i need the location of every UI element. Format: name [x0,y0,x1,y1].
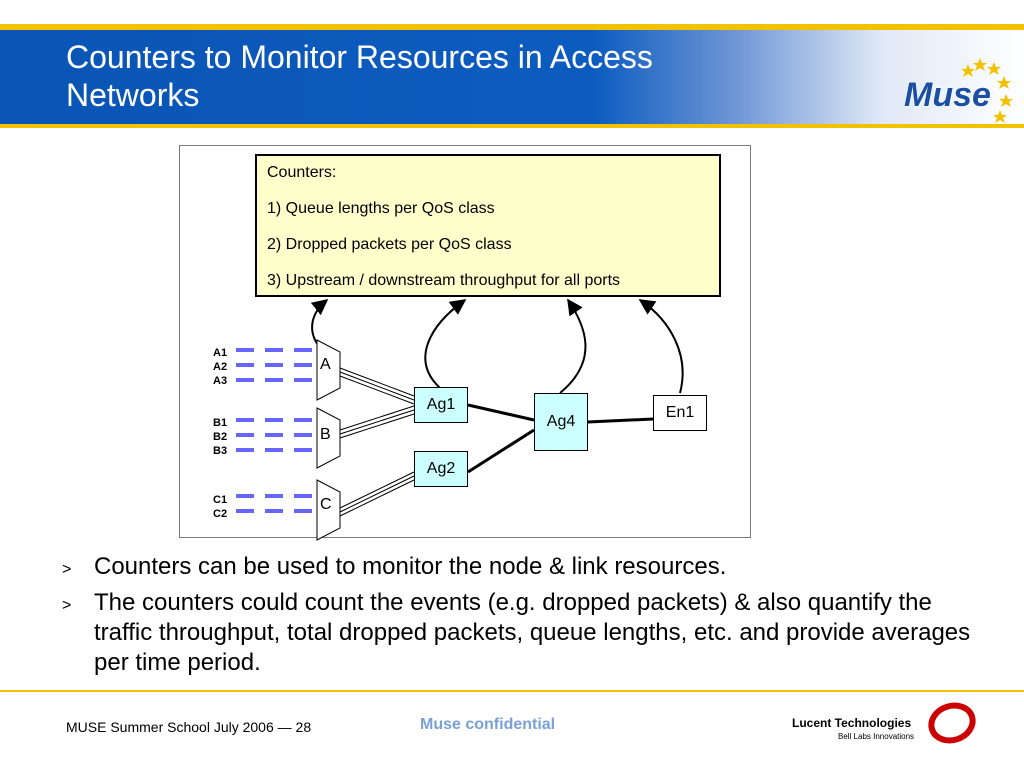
port-label-a2: A2 [213,361,228,373]
counter-item-queue: 1) Queue lengths per QoS class [267,200,495,217]
top-stripe [0,0,1024,24]
bullet-list: > Counters can be used to monitor the no… [62,552,982,684]
node-b-shape [316,407,341,469]
banner-gold-rule [0,124,1024,128]
link-c-ag2-2 [339,475,415,513]
counters-heading: Counters: [267,164,337,181]
link-c-ag2-3 [339,479,415,517]
link-a-ag1-1 [339,367,415,397]
arrow-en1-to-counters [638,299,684,394]
link-ag2-ag4 [467,428,535,474]
slide-title: Counters to Monitor Resources in Access … [66,39,653,113]
bullet-text: The counters could count the events (e.g… [94,589,971,676]
lucent-ring-logo-icon [928,702,976,744]
node-ag4: Ag4 [534,393,588,451]
port-label-b1: B1 [213,417,228,429]
footer-confidential: Muse confidential [420,716,556,733]
star-icon [997,76,1011,89]
access-nodes [316,339,341,541]
star-icon [973,58,987,71]
link-b-ag1-1 [339,405,415,431]
node-c-shape [316,479,341,541]
link-c-ag2-1 [339,471,415,509]
node-ag2: Ag2 [414,451,468,487]
star-icon [993,110,1007,123]
counter-arrows [310,298,684,394]
node-ag1: Ag1 [414,387,468,423]
bullet-item: > The counters could count the events (e… [62,588,982,678]
port-label-b2: B2 [213,431,228,443]
port-label-a1: A1 [213,347,228,359]
node-en1: En1 [653,395,707,431]
node-b-label: B [320,426,331,443]
port-label-b3: B3 [213,445,228,457]
port-label-c2: C2 [213,508,228,520]
muse-stars-logo-icon: Muse [903,58,1013,123]
star-icon [961,64,975,77]
port-label-a3: A3 [213,375,228,387]
node-a-shape [316,339,341,401]
counter-item-throughput: 3) Upstream / downstream throughput for … [267,272,621,289]
access-links [339,367,415,517]
port-lines [236,348,312,513]
link-ag1-ag4 [467,403,535,422]
arrow-ag4-to-counters [559,298,587,394]
counter-item-dropped: 2) Dropped packets per QoS class [267,236,512,253]
link-b-ag1-3 [339,413,415,439]
link-b-ag1-2 [339,409,415,435]
star-icon [999,94,1013,107]
link-ag4-en1 [587,417,654,424]
muse-logo-text: Muse [904,76,991,114]
footer-rule [0,690,1024,692]
lucent-name: Lucent Technologies [792,716,912,730]
bullet-marker: > [62,597,72,614]
port-label-c1: C1 [213,494,228,506]
bullet-item: > Counters can be used to monitor the no… [62,552,982,582]
star-icon [987,62,1001,75]
footer-left-text: MUSE Summer School July 2006 — 28 [66,719,312,735]
counters-box: Counters: 1) Queue lengths per QoS class… [255,154,721,297]
lucent-tagline: Bell Labs Innovations [838,732,915,741]
node-c-label: C [320,496,332,513]
aggregation-links [467,403,654,474]
bullet-marker: > [62,561,72,578]
node-a-label: A [320,356,331,373]
link-a-ag1-3 [339,375,415,405]
link-a-ag1-2 [339,371,415,401]
title-banner [0,30,1024,124]
arrow-ag1-to-counters [424,299,467,389]
top-gold-rule [0,24,1024,30]
bullet-text: Counters can be used to monitor the node… [94,553,727,580]
